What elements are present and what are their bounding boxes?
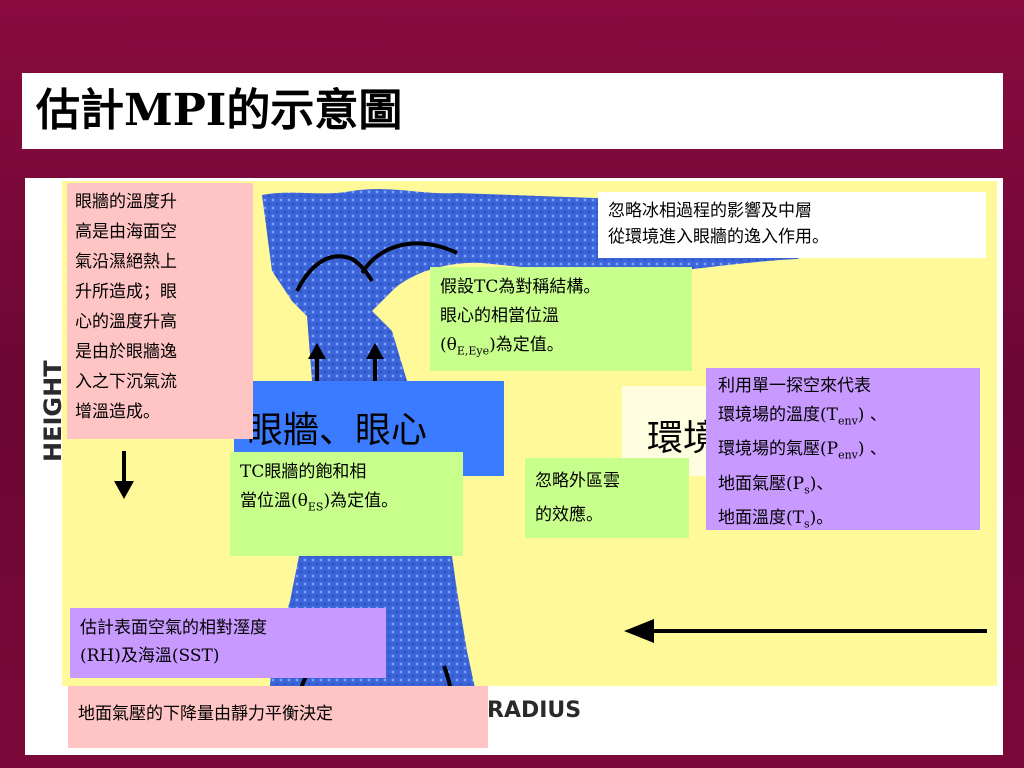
radius-axis-label: RADIUS [487, 698, 582, 723]
title-bar: 估計MPI的示意圖 [22, 73, 1003, 149]
note-outer-cloud: 忽略外區雲 的效應。 [525, 458, 689, 538]
note-pressure-drop: 地面氣壓的下降量由靜力平衡決定 [68, 686, 488, 748]
eyewall-region-label: 眼牆、眼心 [247, 410, 428, 451]
note-sounding: 利用單一探空來代表 環境場的溫度(Tenv) 、 環境場的氣壓(Penv) 、 … [706, 368, 980, 531]
slide-title: 估計MPI的示意圖 [36, 85, 403, 136]
note-ignore-ice: 忽略冰相過程的影響及中層 從環境進入眼牆的逸入作用。 [598, 192, 986, 258]
note-eyewall-saturated: TC眼牆的飽和相 當位溫(θES)為定值。 [230, 452, 463, 556]
diagram-panel: HEIGHT [25, 178, 1003, 755]
note-eyewall-warming: 眼牆的溫度升 高是由海面空 氣沿濕絕熱上 升所造成；眼 心的溫度升高 是由於眼牆… [67, 183, 253, 439]
note-symmetric: 假設TC為對稱結構。 眼心的相當位溫 (θE,Eye)為定值。 [430, 267, 692, 371]
note-surface-rh: 估計表面空氣的相對溼度 (RH)及海溫(SST) [70, 608, 386, 678]
